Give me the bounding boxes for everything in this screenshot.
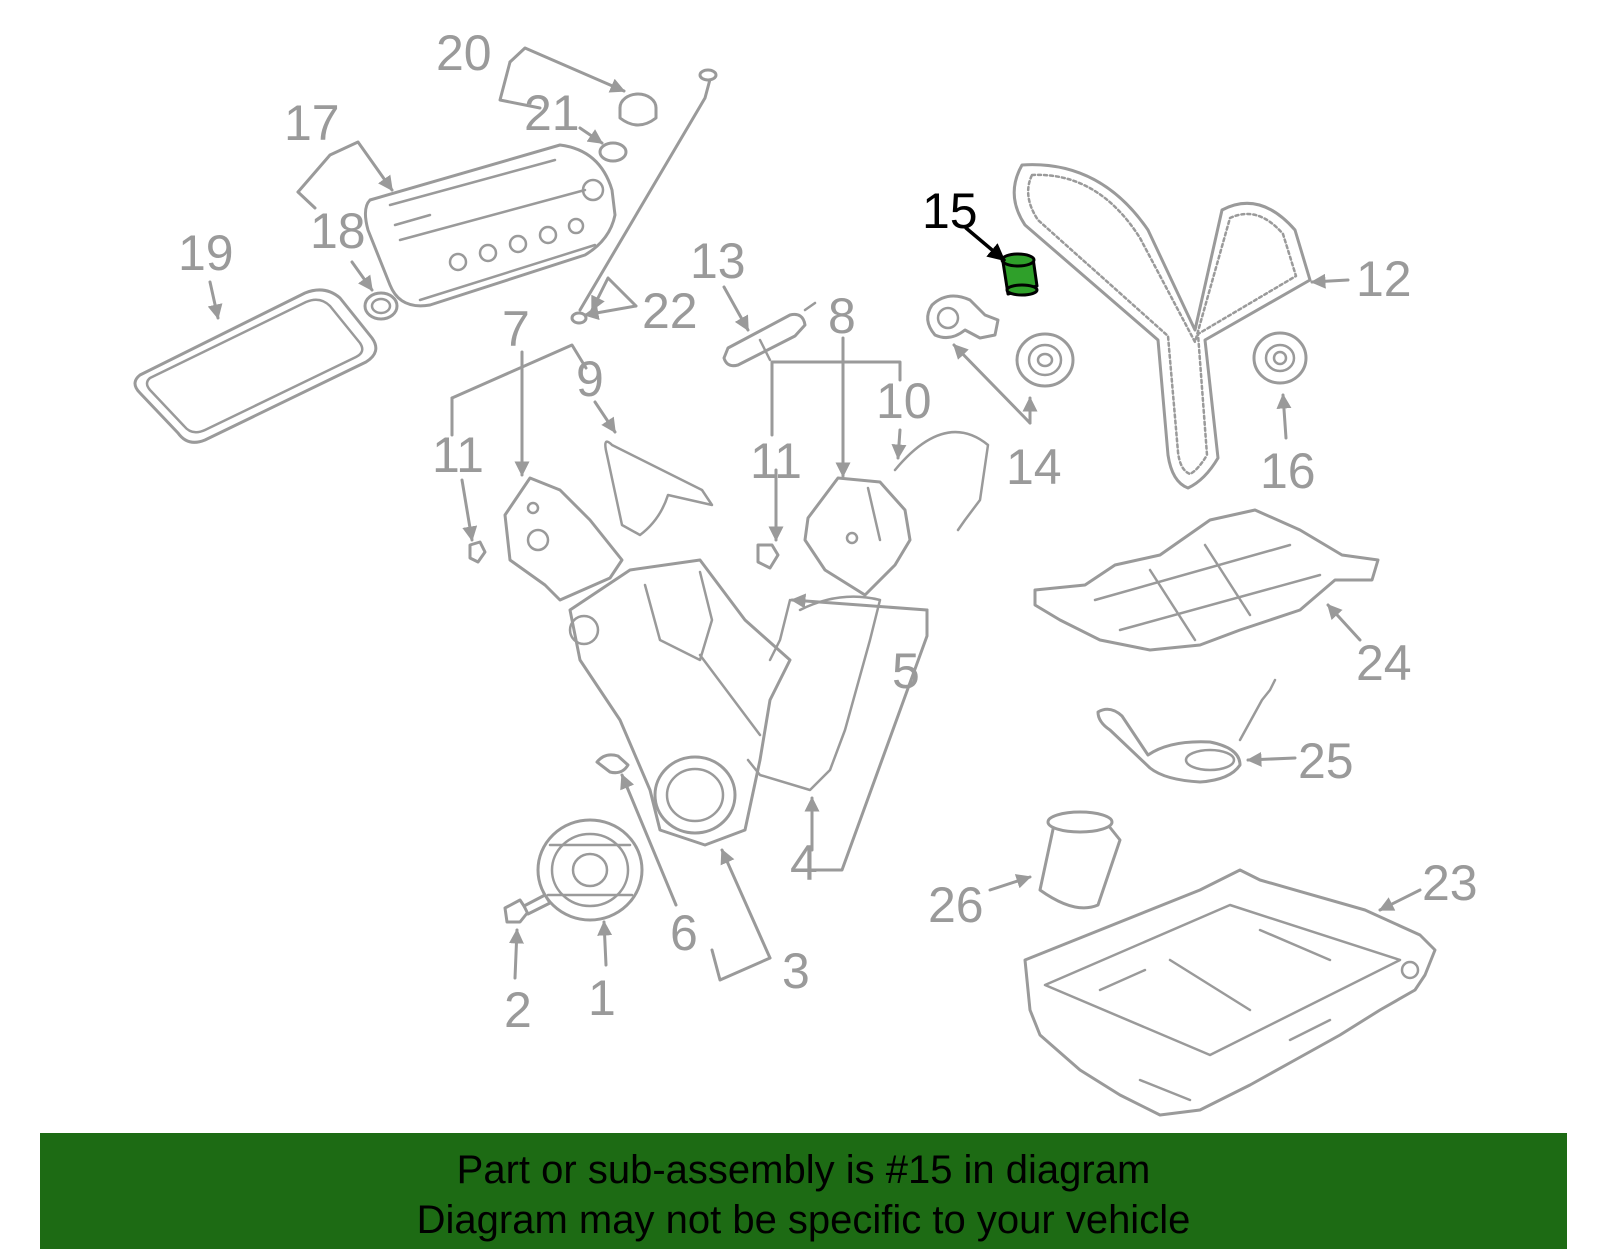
callout-11-left: 11 <box>432 427 484 483</box>
callout-24: 24 <box>1356 635 1412 691</box>
callout-19: 19 <box>178 225 234 281</box>
callout-7: 7 <box>502 301 530 357</box>
callout-11-right: 11 <box>750 433 802 489</box>
part-15-highlighted[interactable] <box>1000 252 1039 297</box>
valve-cover-gasket-part[interactable] <box>133 288 378 444</box>
grommet-left-part[interactable] <box>468 540 487 564</box>
spark-plug-seal-part[interactable] <box>363 291 399 321</box>
callout-5: 5 <box>892 643 920 699</box>
leader-lines <box>207 46 1422 982</box>
dipstick-part[interactable] <box>570 68 718 325</box>
callout-8: 8 <box>828 288 856 344</box>
callout-25: 25 <box>1298 733 1354 789</box>
timing-belt-part[interactable] <box>1012 163 1312 490</box>
pulley-bolt-part[interactable] <box>503 893 552 924</box>
sensor-part[interactable] <box>722 301 817 368</box>
timing-cover-gasket-right-part[interactable] <box>893 430 990 532</box>
callout-labels: 1 2 3 4 5 6 7 8 9 10 11 11 12 13 14 15 1… <box>178 25 1478 1038</box>
crankshaft-pulley-part[interactable] <box>536 818 644 922</box>
callout-10: 10 <box>876 373 932 429</box>
callout-26: 26 <box>928 877 984 933</box>
fitting-part[interactable] <box>595 753 630 775</box>
callout-2: 2 <box>504 982 532 1038</box>
front-cover-part[interactable] <box>568 558 792 847</box>
oil-pan-part[interactable] <box>1023 868 1437 1117</box>
callout-23: 23 <box>1422 855 1478 911</box>
oil-baffle-part[interactable] <box>1033 508 1380 652</box>
grommet-right-part[interactable] <box>756 543 780 570</box>
banner-disclaimer-line: Diagram may not be specific to your vehi… <box>416 1198 1191 1242</box>
callout-4: 4 <box>790 835 818 891</box>
oil-filler-cap-part[interactable] <box>618 92 658 127</box>
oil-pickup-part[interactable] <box>1096 678 1277 784</box>
callout-20: 20 <box>436 25 492 81</box>
callout-12: 12 <box>1356 251 1412 307</box>
callout-18: 18 <box>310 203 366 259</box>
timing-cover-gasket-part[interactable] <box>604 440 714 537</box>
callout-1: 1 <box>588 970 616 1026</box>
callout-14: 14 <box>1006 439 1062 495</box>
idler-pulley-part[interactable] <box>1252 331 1308 385</box>
callout-9: 9 <box>576 351 604 407</box>
rear-timing-cover-right-part[interactable] <box>803 476 912 597</box>
tensioner-bracket-part[interactable] <box>926 294 1000 340</box>
callout-17: 17 <box>284 95 340 151</box>
callout-6: 6 <box>670 905 698 961</box>
valve-cover-part[interactable] <box>363 143 617 308</box>
oil-filter-part[interactable] <box>1038 810 1122 910</box>
rear-timing-cover-left-part[interactable] <box>503 476 624 602</box>
filler-cap-o-ring-part[interactable] <box>598 141 628 163</box>
banner-part-line: Part or sub-assembly is #15 in diagram <box>456 1148 1151 1192</box>
callout-13: 13 <box>690 233 746 289</box>
info-banner: Part or sub-assembly is #15 in diagram D… <box>40 1133 1567 1249</box>
tensioner-pulley-part[interactable] <box>1015 332 1075 388</box>
callout-16: 16 <box>1260 443 1316 499</box>
callout-21: 21 <box>524 85 580 141</box>
callout-22: 22 <box>642 283 698 339</box>
callout-15-highlighted: 15 <box>922 183 978 239</box>
callout-3: 3 <box>782 943 810 999</box>
